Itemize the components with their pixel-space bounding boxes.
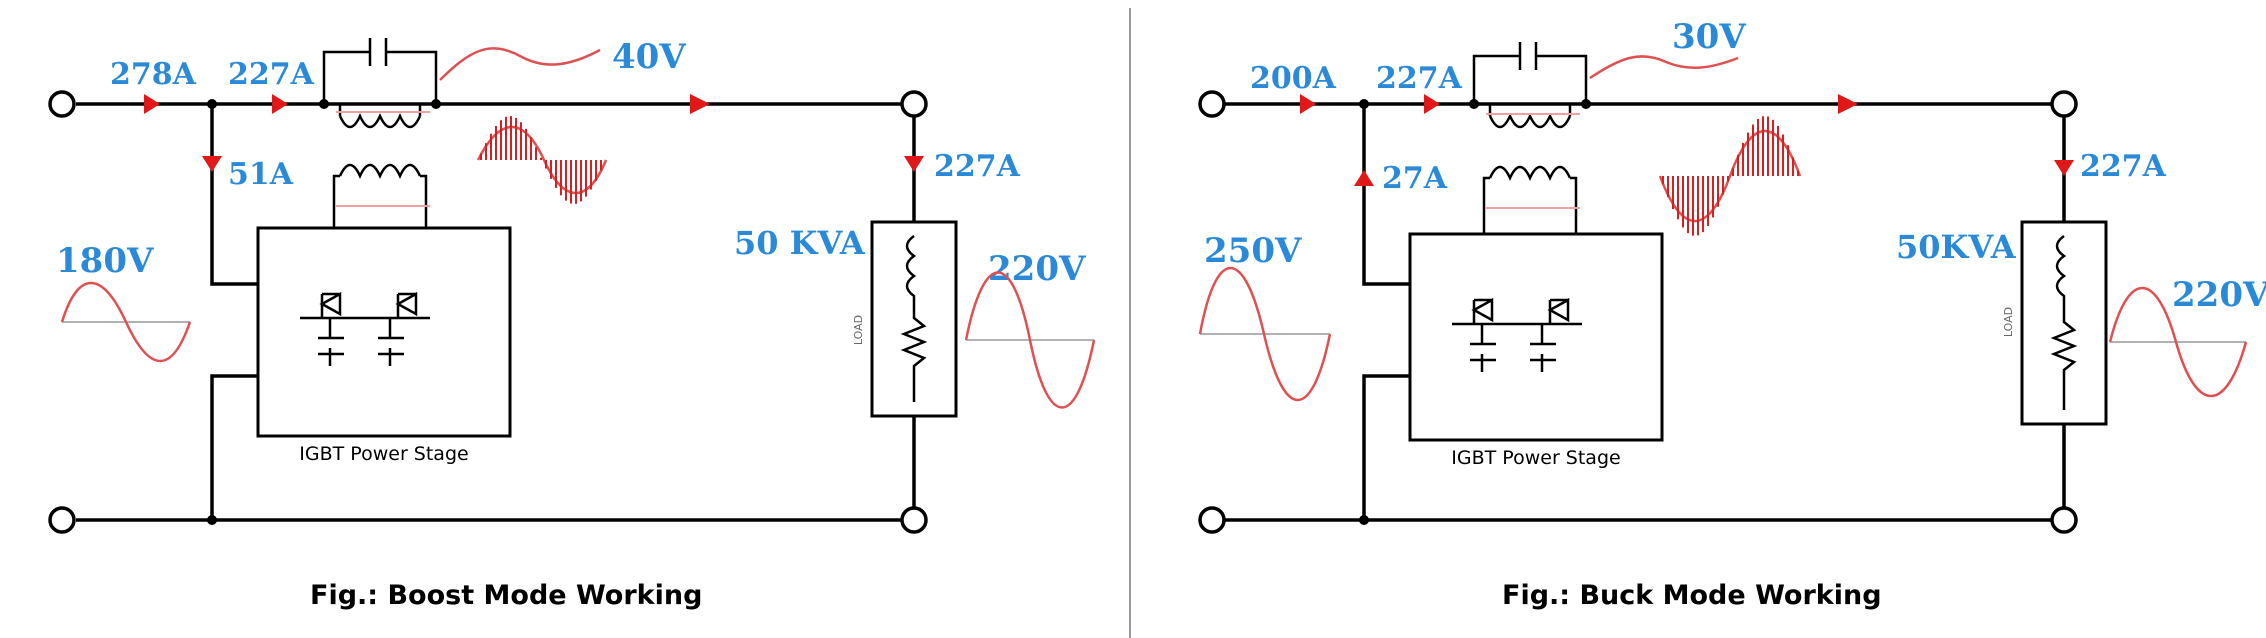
buck-output-terminal (2050, 90, 2078, 118)
boost-stage-label: IGBT Power Stage (299, 443, 468, 465)
boost-secondary-leads (332, 174, 428, 228)
boost-junction-dot (207, 99, 217, 109)
boost-line-current-arrow (690, 94, 710, 114)
boost-ghost-trace (336, 111, 430, 207)
buck-output-sine-wave (2108, 286, 2248, 398)
boost-igbt-icon (300, 291, 430, 366)
buck-load-label: LOAD (2002, 307, 2015, 337)
boost-caption: Fig.: Boost Mode Working (310, 580, 702, 611)
buck-secondary-leads (1482, 176, 1578, 234)
buck-return-wire (1362, 374, 1410, 520)
boost-load-current-arrow (904, 156, 924, 172)
boost-injected-small-wave (439, 47, 601, 81)
boost-branch-current-label: 51A (228, 157, 294, 192)
buck-input-terminal (1198, 506, 1226, 534)
buck-through-current-label: 227A (1376, 61, 1463, 96)
boost-return-wire (210, 374, 258, 520)
buck-input-current-label: 200A (1250, 61, 1337, 96)
buck-through-current-arrow (1424, 94, 1440, 114)
buck-injected-small-wave (1589, 55, 1739, 80)
boost-pwm-wave (476, 116, 608, 204)
buck-igbt-icon (1452, 297, 1582, 372)
buck-branch-wire (1362, 104, 1410, 286)
boost-input-current-arrow (144, 94, 160, 114)
buck-line-current-arrow (1838, 94, 1858, 114)
buck-output-voltage-label: 220V (2172, 275, 2266, 315)
buck-branch-current-arrow (1354, 170, 1374, 186)
boost-through-current-arrow (272, 94, 288, 114)
buck-load-current-label: 227A (2080, 149, 2167, 184)
buck-input-current-arrow (1300, 94, 1316, 114)
boost-input-current-label: 278A (110, 57, 197, 92)
boost-transformer-secondary-icon (338, 163, 422, 180)
boost-load-inductor-resistor-icon (900, 234, 928, 402)
buck-load-rating-label: 50KVA (1896, 228, 2017, 266)
boost-output-sine-wave (964, 271, 1096, 409)
boost-junction-dot (207, 515, 217, 525)
boost-load-label: LOAD (852, 315, 865, 345)
boost-output-terminal (900, 506, 928, 534)
buck-injected-voltage-label: 30V (1672, 17, 1746, 57)
buck-input-sine-wave (1198, 267, 1332, 401)
boost-igbt-box (256, 226, 512, 438)
boost-panel: IGBT Power Stage LOAD 278A 227A 51A 40V … (48, 37, 1096, 611)
buck-load-current-arrow (2054, 160, 2074, 176)
buck-capacitor-icon (1518, 42, 1538, 70)
boost-input-sine-wave (60, 281, 192, 363)
buck-panel: IGBT Power Stage LOAD 200A 227A 27A 30V … (1198, 17, 2266, 611)
boost-load-current-label: 227A (934, 149, 1021, 184)
buck-junction-dot (1359, 515, 1369, 525)
buck-branch-current-label: 27A (1382, 161, 1448, 196)
boost-input-terminal (48, 90, 76, 118)
buck-transformer-leads (1474, 102, 1586, 116)
boost-input-terminal (48, 506, 76, 534)
boost-load-rating-label: 50 KVA (734, 224, 866, 262)
buck-igbt-box (1408, 232, 1664, 442)
buck-pwm-wave (1658, 116, 1802, 236)
boost-branch-wire (210, 104, 258, 286)
buck-transformer-primary-icon (1488, 112, 1572, 129)
buck-input-terminal (1198, 90, 1226, 118)
buck-caption: Fig.: Buck Mode Working (1502, 580, 1882, 611)
buck-stage-label: IGBT Power Stage (1451, 447, 1620, 469)
boost-input-voltage-label: 180V (56, 241, 154, 281)
boost-through-current-label: 227A (228, 57, 315, 92)
boost-output-terminal (900, 90, 928, 118)
boost-output-voltage-label: 220V (988, 249, 1086, 289)
buck-ghost-trace (1486, 113, 1580, 209)
buck-junction-dot (1359, 99, 1369, 109)
boost-capacitor-icon (368, 38, 388, 66)
buck-output-terminal (2050, 506, 2078, 534)
boost-injected-voltage-label: 40V (612, 37, 686, 77)
buck-transformer-secondary-icon (1488, 165, 1572, 182)
boost-capacitor-loop (322, 50, 438, 104)
buck-capacitor-loop (1472, 54, 1588, 104)
buck-input-voltage-label: 250V (1204, 231, 1302, 271)
buck-load-inductor-resistor-icon (2050, 234, 2078, 410)
boost-branch-current-arrow (202, 156, 222, 172)
boost-transformer-primary-icon (338, 112, 422, 129)
